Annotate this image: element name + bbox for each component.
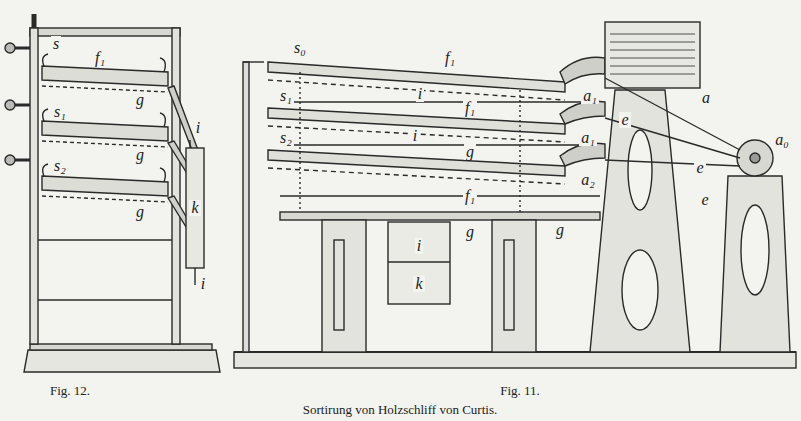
callout-letter: i: [415, 238, 423, 254]
callout-letter: i: [199, 276, 207, 292]
callout-letter: g: [134, 92, 146, 108]
callout-letter: g: [134, 147, 146, 163]
callout-letter: s₁: [278, 88, 294, 104]
callout-letter: g: [464, 224, 476, 240]
callout-letter: s₂: [52, 158, 68, 174]
callout-letter: a₀: [773, 132, 791, 148]
callout-letter: g: [134, 204, 146, 220]
figure-label: Fig. 11.: [498, 384, 542, 397]
callout-letter: s₁: [52, 104, 68, 120]
callout-letter: s₂: [278, 130, 294, 146]
callout-letter: s: [51, 36, 61, 52]
callout-letter: g: [464, 144, 476, 160]
callout-letter: f₁: [463, 100, 477, 116]
callout-letter: i: [194, 120, 202, 136]
callout-letter: s₀: [292, 40, 308, 56]
caption: Sortirung von Holzschliff von Curtis.: [301, 403, 499, 416]
callout-letter: a₂: [579, 172, 597, 188]
callout-letter: f₁: [443, 50, 457, 66]
callout-letter: e: [699, 192, 710, 208]
callout-letter: i: [411, 128, 419, 144]
callout-letter: f₁: [463, 188, 477, 204]
callout-letter: k: [413, 276, 424, 292]
callout-letter: i: [416, 86, 424, 102]
callout-letter: a₁: [579, 130, 597, 146]
callout-letter: k: [189, 200, 200, 216]
callout-letter: e: [694, 160, 705, 176]
figure-label: Fig. 12.: [48, 384, 92, 397]
callout-letter: g: [554, 222, 566, 238]
callout-letter: a: [700, 90, 712, 106]
callout-letter: f₁: [93, 50, 107, 66]
callout-letter: a₁: [581, 88, 599, 104]
callout-letter: e: [619, 112, 630, 128]
